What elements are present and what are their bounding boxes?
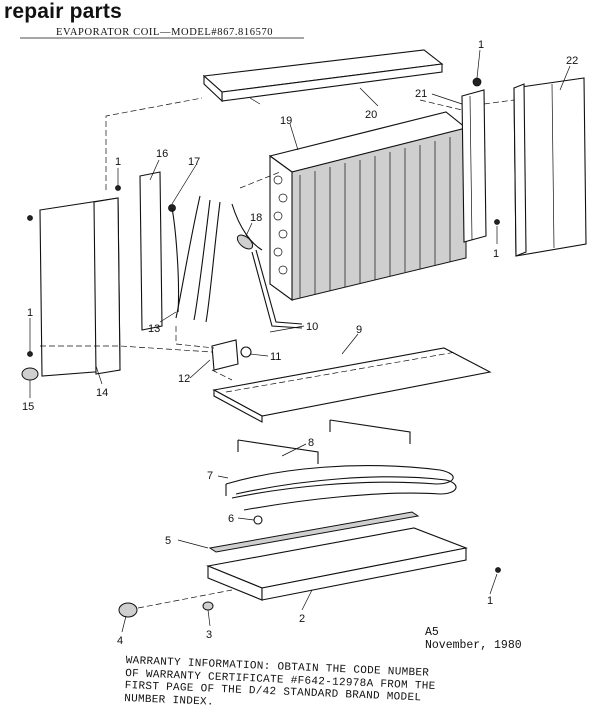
part-19-evaporator-coil bbox=[268, 111, 468, 302]
part-18-capillary-tubes bbox=[175, 195, 263, 323]
callout-part-11: 11 bbox=[270, 351, 281, 363]
callout-part-19: 19 bbox=[280, 115, 292, 127]
part-22-right-side-panel bbox=[513, 77, 587, 257]
part-8-support-brackets bbox=[237, 419, 411, 464]
callout-part-1-right-lower: 1 bbox=[493, 248, 499, 260]
callout-part-18: 18 bbox=[250, 212, 262, 224]
callout-part-1: 1 bbox=[478, 39, 484, 51]
callout-part-8: 8 bbox=[308, 437, 314, 449]
callout-part-1-left-lower: 1 bbox=[27, 307, 33, 319]
callout-part-9: 9 bbox=[356, 324, 362, 336]
part-5-gasket bbox=[208, 511, 420, 553]
page-title: repair parts bbox=[4, 0, 122, 23]
page-reference: A5 November, 1980 bbox=[425, 626, 522, 652]
callout-part-15: 15 bbox=[22, 401, 34, 413]
part-15-drain-fitting bbox=[21, 367, 39, 381]
part-9-drain-tray bbox=[212, 347, 492, 423]
callout-part-12: 12 bbox=[178, 373, 190, 385]
callout-numbers: 1 22 20 21 19 16 17 1 18 1 13 10 9 11 12… bbox=[22, 39, 578, 647]
callout-part-21: 21 bbox=[415, 88, 427, 100]
part-2-base-pan bbox=[206, 527, 468, 601]
part-6-clip bbox=[253, 515, 263, 525]
part-3-plug bbox=[202, 601, 214, 611]
callout-part-3: 3 bbox=[206, 629, 212, 641]
diagram-subtitle: EVAPORATOR COIL—MODEL#867.816570 bbox=[56, 27, 274, 38]
callout-part-13: 13 bbox=[148, 323, 160, 335]
callout-part-16: 16 bbox=[156, 148, 168, 160]
callout-part-17: 17 bbox=[188, 156, 200, 168]
page-code: A5 bbox=[425, 626, 439, 639]
callout-part-6: 6 bbox=[228, 513, 234, 525]
callout-part-14: 14 bbox=[96, 387, 108, 399]
part-21-right-bracket bbox=[461, 89, 487, 243]
part-4-drain-connector bbox=[118, 589, 233, 618]
alignment-lines bbox=[40, 97, 515, 381]
callout-part-5: 5 bbox=[165, 535, 171, 547]
part-7-element bbox=[225, 465, 457, 511]
callout-part-20: 20 bbox=[365, 109, 377, 121]
callout-part-7: 7 bbox=[207, 470, 213, 482]
callout-leaders bbox=[29, 49, 571, 633]
callout-part-1-base: 1 bbox=[487, 595, 493, 607]
callout-part-22: 22 bbox=[566, 55, 578, 67]
part-16-left-bracket bbox=[139, 171, 163, 331]
callout-part-1-left-upper: 1 bbox=[115, 156, 121, 168]
part-11-grommet bbox=[211, 339, 252, 371]
revision-date: November, 1980 bbox=[425, 639, 522, 652]
part-20-top-cover bbox=[202, 49, 444, 105]
part-17-fitting bbox=[168, 204, 180, 313]
part-10-tube bbox=[251, 249, 303, 329]
part-14-left-side-panel bbox=[39, 197, 121, 377]
callout-part-4: 4 bbox=[117, 635, 123, 647]
callout-part-10: 10 bbox=[306, 321, 318, 333]
callout-part-2: 2 bbox=[299, 613, 305, 625]
